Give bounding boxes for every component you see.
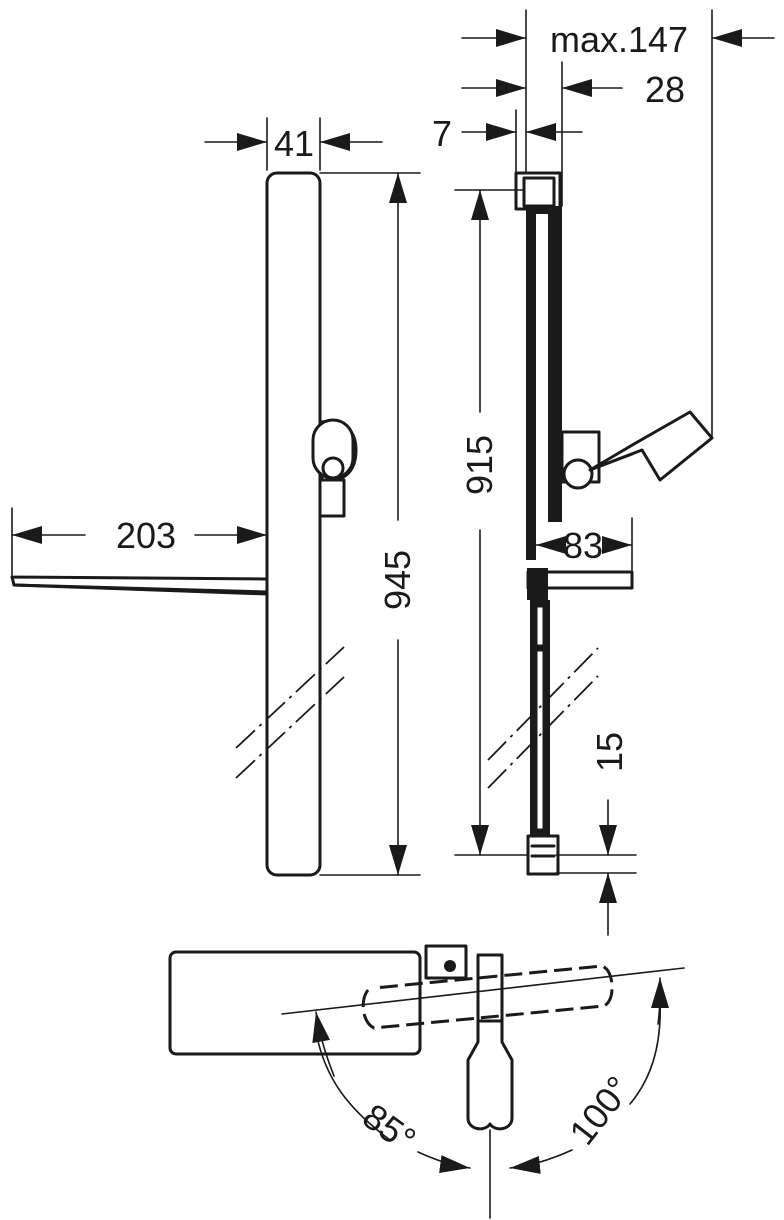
side-rail <box>526 206 562 560</box>
top-view <box>168 944 685 1219</box>
dim-915-label: 915 <box>459 435 500 495</box>
dimension-rail-height: 915 <box>454 189 529 856</box>
front-break-line-2 <box>235 676 345 779</box>
dim-28-label: 28 <box>645 69 685 110</box>
dimension-shelf-depth: 83 <box>535 517 633 571</box>
dim-945-label: 945 <box>377 550 418 610</box>
front-rail-body <box>265 171 322 877</box>
dim-7-label: 7 <box>432 113 452 154</box>
top-swivel-outline <box>361 964 614 1030</box>
side-handshower-holder <box>588 410 714 482</box>
angle-85-label: 85° <box>355 1095 423 1160</box>
dimension-wall-gap: 7 <box>432 109 583 174</box>
top-shelf <box>168 950 422 1056</box>
front-slider-holder <box>311 418 358 518</box>
side-break-line-2 <box>487 675 599 789</box>
dimension-shelf-length: 203 <box>11 507 268 576</box>
angle-100-label: 100° <box>561 1068 639 1152</box>
dim-max147-label: max.147 <box>550 19 688 60</box>
dimension-overall-height: 945 <box>319 172 421 876</box>
top-holder-arm <box>476 953 504 1023</box>
front-break-line-1 <box>235 646 345 749</box>
dim-83-label: 83 <box>563 525 603 566</box>
side-break-line-1 <box>487 647 599 761</box>
dimension-rail-width: 41 <box>204 117 383 171</box>
dimension-bottom-offset: 15 <box>555 732 637 936</box>
dim-15-label: 15 <box>589 732 630 772</box>
top-handshower-socket <box>466 1019 514 1131</box>
front-view <box>10 171 358 877</box>
dimension-holder-offset: 28 <box>461 61 685 207</box>
dim-203-label: 203 <box>116 515 176 556</box>
dim-41-label: 41 <box>274 123 314 164</box>
dimension-max-depth: max.147 <box>461 9 775 437</box>
side-view <box>487 171 714 876</box>
